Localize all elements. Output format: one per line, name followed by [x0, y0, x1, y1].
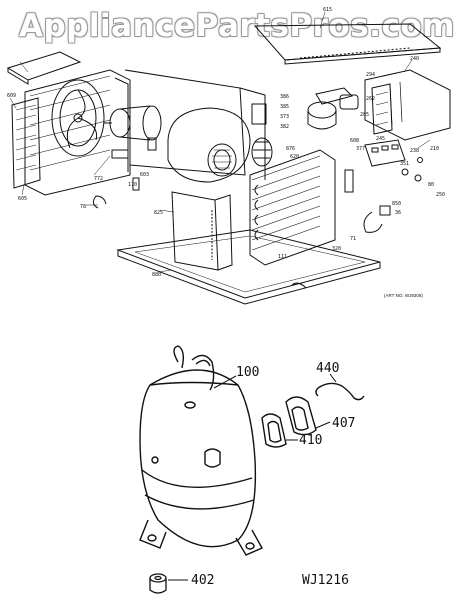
callout-407: 407	[332, 416, 355, 431]
louvers	[371, 83, 393, 135]
retaining-clip	[315, 382, 365, 401]
label-71: 71	[350, 236, 356, 242]
label-880: 880	[152, 272, 161, 278]
condenser-fan	[51, 79, 105, 157]
compressor	[139, 345, 263, 556]
label-386: 386	[280, 94, 289, 100]
leader-lines	[9, 11, 431, 273]
lower-leader-lines	[168, 373, 337, 581]
evaporator-coil	[249, 149, 336, 266]
label-170: 170	[128, 182, 137, 188]
label-210: 210	[430, 146, 439, 152]
small-top-panel	[6, 51, 82, 85]
terminal-block	[111, 149, 129, 159]
label-876: 876	[286, 146, 295, 152]
selector-switch	[364, 139, 406, 167]
callout-440: 440	[316, 361, 339, 376]
label-382: 382	[280, 124, 289, 130]
control-box	[171, 191, 233, 271]
label-373: 373	[280, 114, 289, 120]
label-262: 262	[366, 96, 375, 102]
label-825: 825	[154, 210, 163, 216]
label-377: 377	[356, 146, 365, 152]
label-609: 609	[7, 93, 16, 99]
diagram-code: WJ1216	[302, 573, 349, 588]
label-205: 205	[360, 112, 369, 118]
label-78: 78	[80, 204, 86, 210]
right-cabinet-side	[364, 69, 451, 141]
terminal-cover	[285, 396, 317, 436]
grommet	[149, 573, 167, 594]
top-cover-panel	[253, 23, 442, 65]
clip	[132, 177, 140, 191]
watermark-text: AppliancePartsPros.com	[19, 8, 455, 44]
label-320: 320	[332, 246, 341, 252]
label-111: 111	[278, 254, 287, 260]
bracket	[147, 137, 157, 151]
terminal-bracket	[251, 103, 267, 125]
label-605: 605	[18, 196, 27, 202]
relay	[344, 169, 354, 193]
base-handle	[291, 282, 307, 289]
label-245: 245	[376, 136, 385, 142]
wire-clip	[92, 195, 107, 209]
base-pan	[116, 229, 381, 305]
bulkhead	[124, 69, 266, 180]
label-36: 36	[395, 210, 401, 216]
label-294: 294	[366, 72, 375, 78]
blower-wheel	[251, 137, 273, 167]
label-250: 250	[436, 192, 445, 198]
power-cord	[363, 211, 383, 233]
label-351: 351	[400, 161, 409, 167]
label-850: 850	[392, 201, 401, 207]
callout-402: 402	[191, 573, 214, 588]
label-238: 238	[410, 148, 419, 154]
knob-2	[414, 174, 422, 182]
upper-part-numbers: 615 609 605 772 78 170 825 880 111 876 6…	[7, 7, 445, 278]
label-608: 608	[350, 138, 359, 144]
condenser-frame	[24, 69, 131, 196]
callout-410: 410	[299, 433, 322, 448]
blower-housing	[167, 107, 251, 183]
fan-motor	[104, 105, 162, 141]
knob-3	[417, 157, 423, 163]
side-grille-panel	[11, 97, 41, 189]
cord-plug	[379, 205, 391, 216]
callout-100: 100	[236, 365, 259, 380]
label-603: 603	[140, 172, 149, 178]
gasket	[261, 413, 287, 448]
label-385: 385	[280, 104, 289, 110]
label-620: 620	[290, 154, 299, 160]
label-615: 615	[323, 7, 332, 13]
label-240: 240	[410, 56, 419, 62]
knob-1	[401, 168, 409, 176]
capacitor-assembly	[307, 87, 359, 130]
label-80: 80	[428, 182, 434, 188]
label-772: 772	[94, 176, 103, 182]
art-number: (ART NO. WJ9308)	[384, 293, 423, 298]
